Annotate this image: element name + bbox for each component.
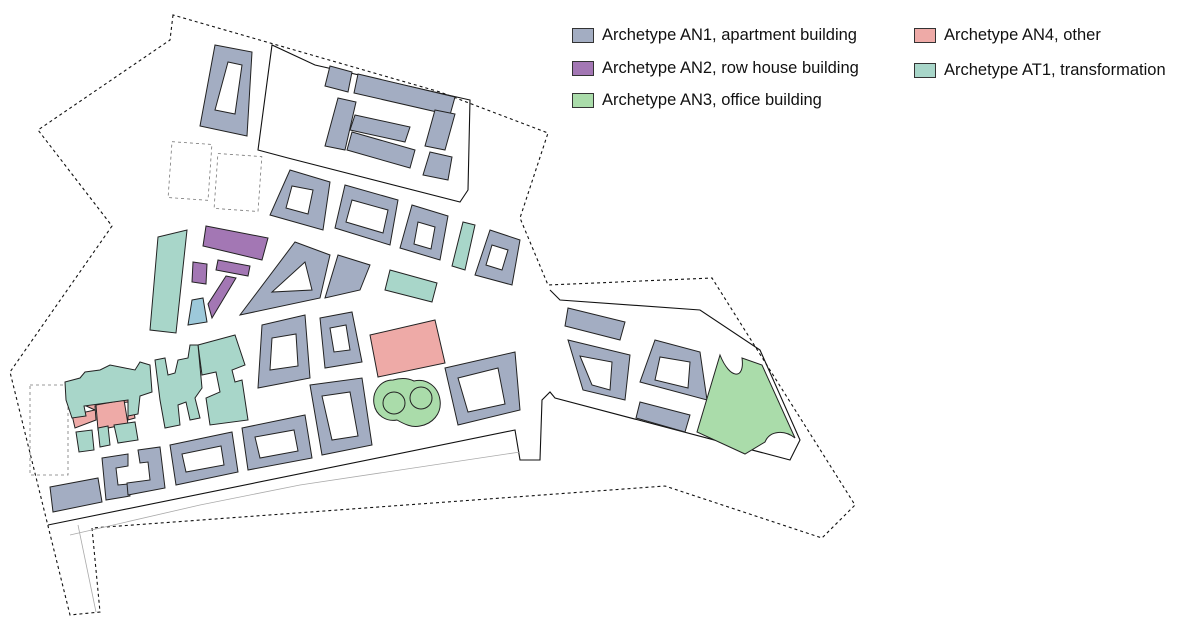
building-at1 [113, 421, 139, 444]
building-at1 [154, 344, 203, 429]
building-an1 [324, 65, 353, 93]
building-an1 [635, 401, 691, 433]
legend-label-an3: Archetype AN3, office building [602, 91, 822, 109]
building-an2 [207, 275, 237, 320]
building-an1 [422, 151, 453, 181]
building-an1 [309, 377, 373, 456]
legend-item-an2: Archetype AN2, row house building [572, 59, 859, 78]
building-an1 [567, 339, 631, 401]
building-at1 [384, 269, 438, 303]
legend-item-at1: Archetype AT1, transformation [914, 61, 1166, 80]
building-an1 [49, 477, 103, 513]
building-at1 [149, 229, 188, 334]
building-an1 [269, 169, 331, 231]
legend-item-an3: Archetype AN3, office building [572, 91, 822, 110]
building-an1 [474, 229, 521, 286]
legend-swatch-an3 [572, 93, 594, 108]
building-an1 [324, 97, 357, 151]
building-an1 [353, 73, 456, 116]
building-an1 [199, 44, 253, 137]
building-an1 [564, 307, 626, 341]
legend-label-an1: Archetype AN1, apartment building [602, 26, 857, 44]
building-an1 [319, 311, 363, 369]
building-an1 [346, 131, 416, 169]
building-an2 [191, 261, 208, 285]
building-at1 [97, 425, 111, 448]
building-an2 [215, 259, 251, 277]
building-an2 [202, 225, 269, 261]
site-boundary [9, 14, 856, 616]
legend-swatch-at1 [914, 63, 936, 78]
legend-swatch-an4 [914, 28, 936, 43]
building-an1 [101, 453, 131, 501]
ghost-plot-2 [213, 153, 263, 212]
building-at1 [75, 429, 95, 453]
building-at1 [64, 361, 153, 419]
ghost-plot-1 [167, 141, 213, 201]
ghost-plot-3 [29, 384, 69, 476]
building-an1 [639, 339, 708, 401]
building-an1 [241, 414, 313, 471]
legend-swatch-an2 [572, 61, 594, 76]
legend-label-an2: Archetype AN2, row house building [602, 59, 859, 77]
an2-buildings [191, 225, 269, 320]
building-an1 [349, 114, 411, 143]
atrium-circle [409, 386, 433, 410]
building-at1 [451, 221, 476, 271]
building-an1 [424, 109, 456, 151]
building-an1 [257, 314, 311, 389]
building-an1 [399, 204, 449, 261]
an1-buildings [49, 44, 708, 513]
legend-label-at1: Archetype AT1, transformation [944, 61, 1166, 79]
legend-label-an4: Archetype AN4, other [944, 26, 1101, 44]
road-edge-line [69, 451, 521, 613]
building-an1 [169, 431, 239, 486]
at1-buildings [64, 221, 476, 453]
south-parcel-outline [47, 289, 801, 526]
building-an3 [696, 353, 796, 455]
building-an1 [126, 446, 166, 496]
building-at1-blue [187, 297, 208, 326]
legend-swatch-an1 [572, 28, 594, 43]
building-at1 [197, 334, 249, 426]
building-an4 [369, 319, 446, 378]
an3-buildings [373, 353, 796, 455]
building-an1 [444, 351, 521, 426]
building-an3 [373, 378, 441, 427]
building-an1 [324, 254, 371, 299]
building-an1 [238, 241, 331, 316]
atrium-circle [382, 391, 406, 415]
building-an1 [334, 184, 399, 246]
legend-item-an4: Archetype AN4, other [914, 26, 1101, 45]
legend-item-an1: Archetype AN1, apartment building [572, 26, 857, 45]
